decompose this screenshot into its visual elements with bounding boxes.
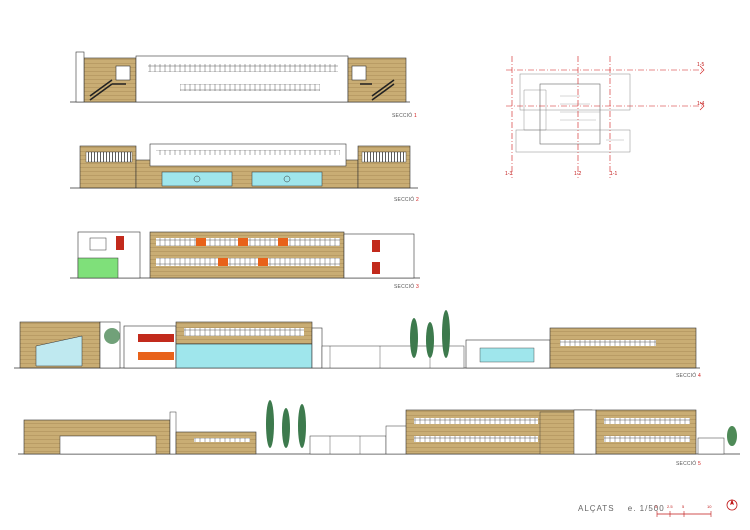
elevation-label-2: SECCIÓ 2 <box>394 197 419 203</box>
elevation-4 <box>14 310 700 369</box>
elevation-label-1: SECCIÓ 1 <box>392 113 417 119</box>
scale-tick: 5 <box>682 504 685 509</box>
sheet-title-block: ALÇATS e. 1/500 <box>578 504 675 513</box>
key-plan-marker: 1-5 <box>697 62 705 68</box>
elevation-1 <box>70 51 410 103</box>
scale-tick: 2.5 <box>667 504 673 509</box>
key-plan-marker: 1-3 <box>505 171 513 177</box>
key-plan-marker: 1-4 <box>697 101 705 107</box>
north-arrow-icon <box>726 499 738 511</box>
sheet-title: ALÇATS <box>578 504 615 513</box>
scale-tick: 0 <box>655 504 658 509</box>
graphic-scale-bar: 0 2.5 5 10 <box>655 500 727 522</box>
scale-tick: 10 <box>707 504 712 509</box>
elevation-label-3: SECCIÓ 3 <box>394 284 419 290</box>
key-plan-marker: 1-2 <box>574 171 582 177</box>
sheet-scale: e. 1/500 <box>627 504 665 513</box>
elevation-5 <box>18 400 740 455</box>
elevation-label-5: SECCIÓ 5 <box>676 461 701 467</box>
elevation-3 <box>70 231 420 279</box>
key-plan-marker: 1-1 <box>610 171 618 177</box>
elevation-label-4: SECCIÓ 4 <box>676 373 701 379</box>
key-plan <box>506 56 705 178</box>
elevation-2 <box>70 143 418 189</box>
